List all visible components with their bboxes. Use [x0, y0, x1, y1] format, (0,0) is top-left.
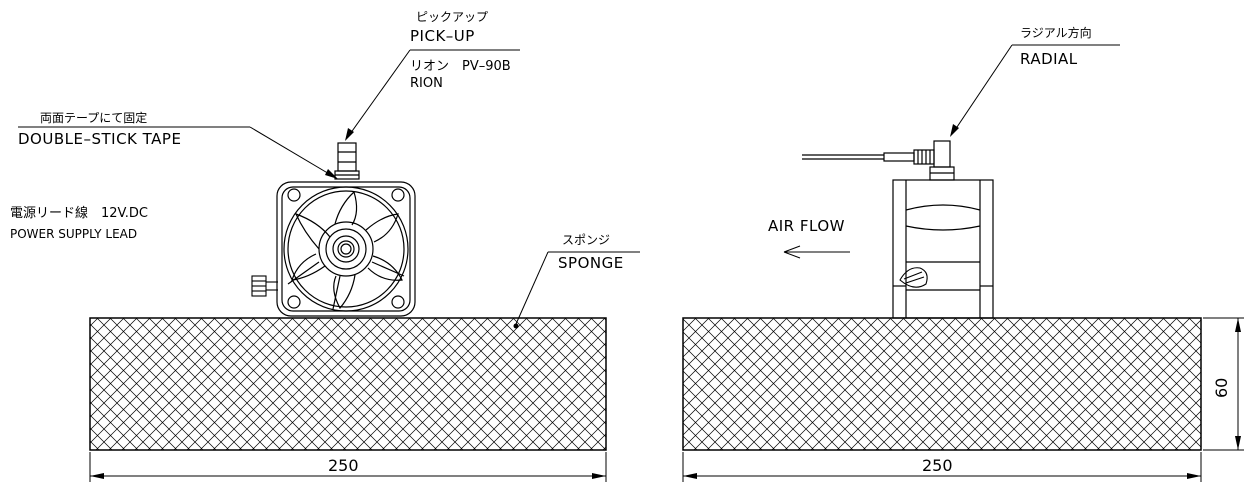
- pickup-sensor-right: [802, 140, 955, 181]
- leader-lines-left: [18, 49, 640, 325]
- maker-label: RION: [410, 76, 443, 91]
- dim-arrow-left-b: [592, 473, 606, 479]
- dim-arrow-right-b: [1187, 473, 1201, 479]
- pickup-sensor-left: [334, 142, 360, 180]
- power-lead-connector: [251, 275, 278, 297]
- tape-label-en: DOUBLE–STICK TAPE: [18, 130, 182, 148]
- pickup-arrowhead: [345, 128, 354, 141]
- model-label: リオン PV–90B: [410, 59, 511, 74]
- tape-arrowhead: [325, 169, 338, 179]
- sponge-block-left: [89, 317, 607, 451]
- dim-arrow-right-a: [683, 473, 697, 479]
- dim-arrow-v-bottom: [1235, 436, 1241, 450]
- radial-arrowhead: [950, 124, 959, 137]
- pickup-label-en: PICK–UP: [410, 27, 475, 45]
- width-dimension-left: 250: [328, 456, 359, 475]
- dim-arrow-v-top: [1235, 318, 1241, 332]
- side-lead-connector: [899, 267, 928, 288]
- sponge-leader-dot: [513, 323, 519, 329]
- radial-label-jp: ラジアル方向: [1020, 26, 1092, 40]
- sponge-block-right: [682, 317, 1202, 451]
- pickup-label-jp: ピックアップ: [416, 10, 489, 24]
- lead-label-jp: 電源リード線 12V.DC: [10, 206, 148, 221]
- airflow-arrow: [783, 245, 850, 259]
- fan-front-view: [276, 181, 416, 317]
- dimension-right: [682, 317, 1244, 482]
- width-dimension-right: 250: [922, 456, 953, 475]
- sponge-label-jp: スポンジ: [562, 233, 611, 247]
- lead-label-en: POWER SUPPLY LEAD: [10, 227, 138, 241]
- radial-label-en: RADIAL: [1020, 50, 1078, 68]
- tape-label-jp: 両面テープにて固定: [40, 111, 148, 125]
- leader-lines-right: [954, 44, 1120, 131]
- dim-arrow-left-a: [90, 473, 104, 479]
- height-dimension: 60: [1212, 377, 1231, 398]
- fan-side-view: [892, 179, 994, 319]
- dimension-left: [89, 452, 607, 482]
- sponge-label-en: SPONGE: [558, 254, 624, 272]
- airflow-label: AIR FLOW: [768, 217, 845, 235]
